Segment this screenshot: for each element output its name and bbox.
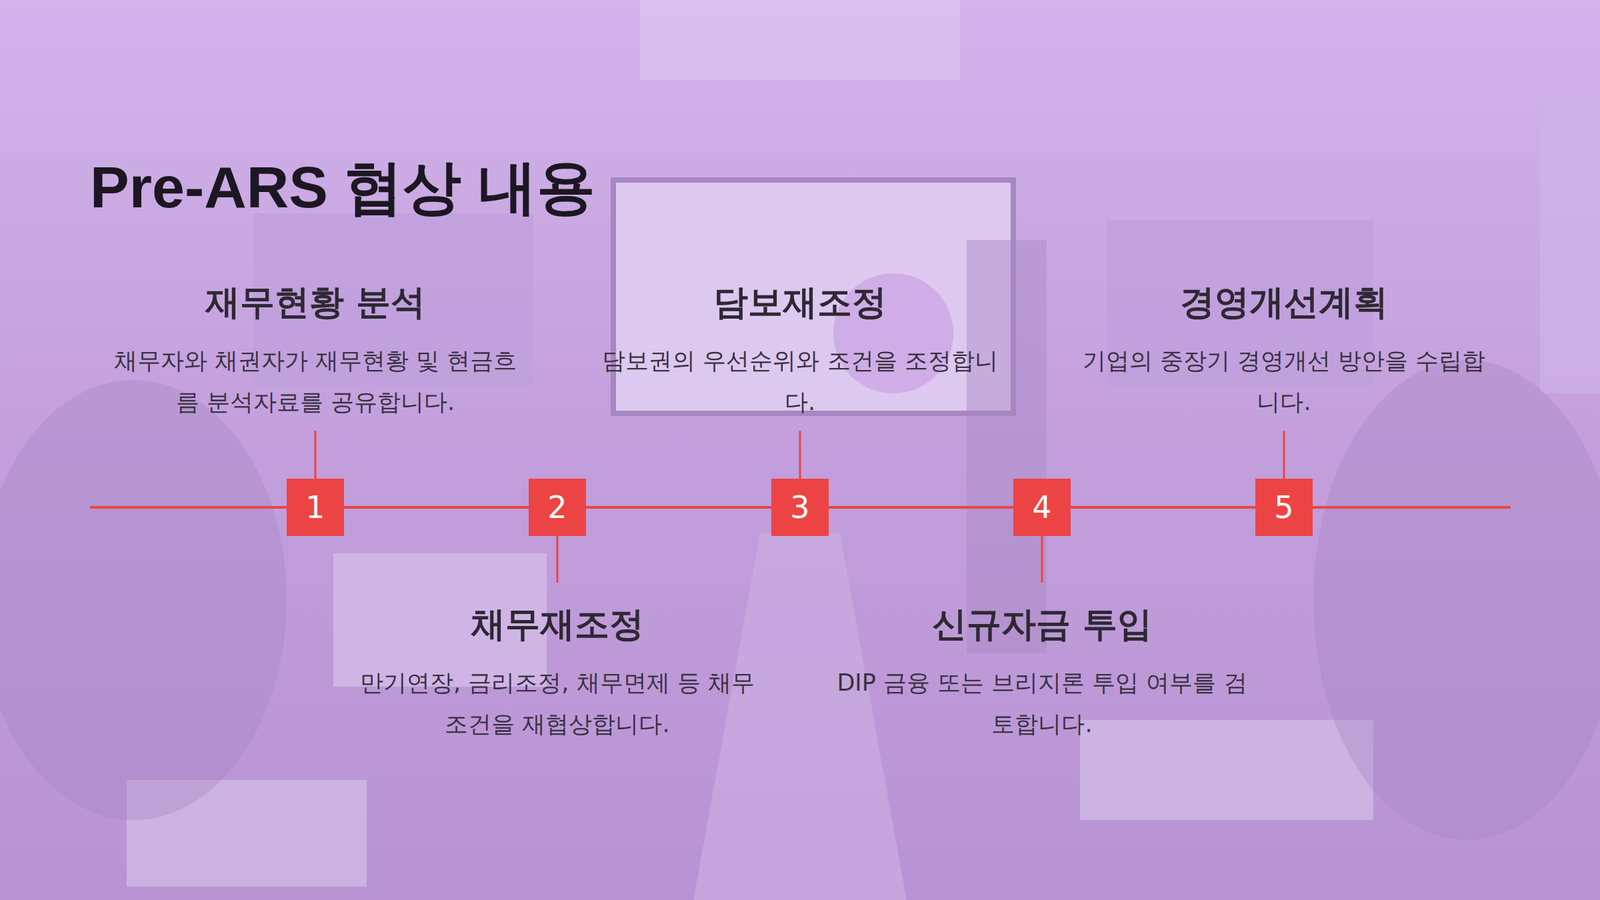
callout-number: 5	[1274, 492, 1294, 523]
callout-number: 4	[1032, 492, 1052, 523]
step-body: 기업의 중장기 경영개선 방안을 수립합니다.	[1077, 340, 1491, 423]
step-body: 담보권의 우선순위와 조건을 조정합니다.	[593, 340, 1007, 423]
page-title: Pre-ARS 협상 내용	[90, 148, 596, 228]
timeline-segment	[1070, 506, 1256, 509]
step-number-box: 2	[528, 478, 586, 536]
step-body: DIP 금융 또는 브리지론 투입 여부를 검토합니다.	[835, 662, 1249, 745]
callout-number: 1	[305, 492, 325, 523]
step-body: 채무자와 채권자가 재무현황 및 현금흐름 분석자료를 공유합니다.	[108, 340, 522, 423]
leader-line	[1283, 430, 1286, 479]
step-description: 재무현황 분석채무자와 채권자가 재무현황 및 현금흐름 분석자료를 공유합니다…	[108, 281, 522, 423]
leader-line	[799, 430, 802, 479]
leader-line	[314, 430, 317, 479]
step-heading: 신규자금 투입	[835, 603, 1249, 645]
step-description: 경영개선계획기업의 중장기 경영개선 방안을 수립합니다.	[1077, 281, 1491, 423]
step-number-box: 5	[1255, 478, 1313, 536]
timeline-segment	[586, 506, 772, 509]
step-body: 만기연장, 금리조정, 채무면제 등 채무 조건을 재협상합니다.	[350, 662, 764, 745]
timeline-segment	[344, 506, 529, 509]
timeline-end	[1312, 506, 1511, 509]
step-heading: 채무재조정	[350, 603, 764, 645]
step-heading: 담보재조정	[593, 281, 1007, 323]
step-number-box: 3	[771, 478, 829, 536]
callout-number: 2	[547, 492, 567, 523]
callout-number: 3	[790, 492, 810, 523]
step-number-box: 4	[1013, 478, 1071, 536]
timeline-segment	[828, 506, 1014, 509]
step-heading: 경영개선계획	[1077, 281, 1491, 323]
step-heading: 재무현황 분석	[108, 281, 522, 323]
step-number-box: 1	[286, 478, 344, 536]
step-description: 담보재조정담보권의 우선순위와 조건을 조정합니다.	[593, 281, 1007, 423]
step-description: 채무재조정만기연장, 금리조정, 채무면제 등 채무 조건을 재협상합니다.	[350, 603, 764, 745]
leader-line	[1041, 536, 1044, 583]
leader-line	[556, 536, 559, 583]
step-description: 신규자금 투입 DIP 금융 또는 브리지론 투입 여부를 검토합니다.	[835, 603, 1249, 745]
timeline-start	[90, 506, 287, 509]
